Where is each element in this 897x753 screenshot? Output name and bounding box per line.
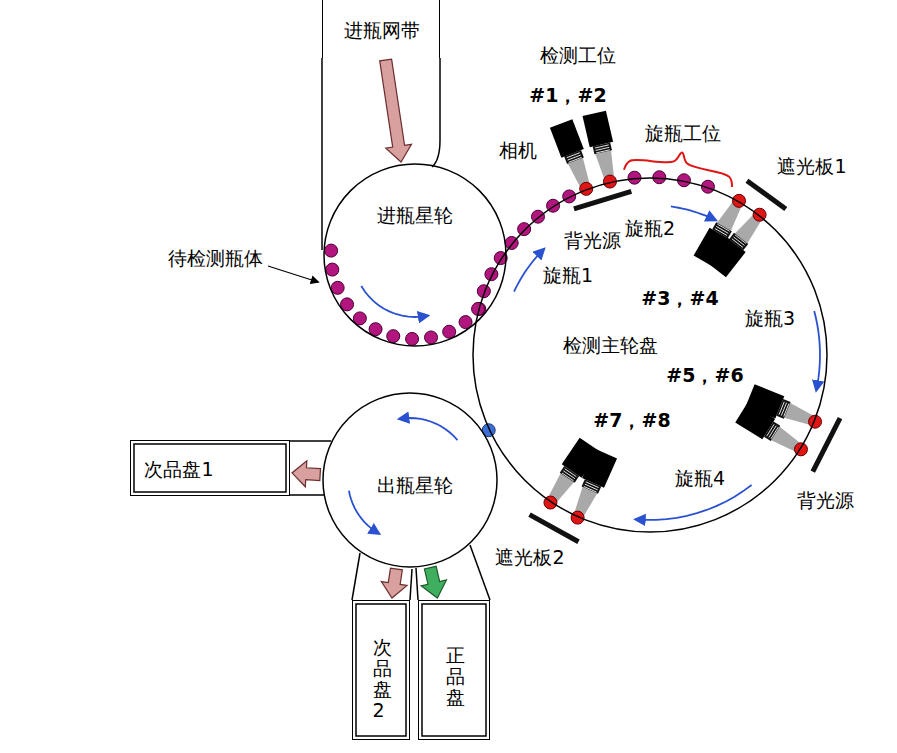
conveyor-band: 进瓶网带 <box>322 0 440 58</box>
station-brace <box>624 153 732 187</box>
camera <box>735 402 804 457</box>
node-label: 检测主轮盘 <box>563 334 658 356</box>
node-label: 正品盘 <box>446 645 465 708</box>
camera <box>583 111 621 181</box>
bottle <box>325 244 338 257</box>
rotation-arrow <box>349 491 379 534</box>
camera-number: #3，#4 <box>641 287 718 309</box>
part-label: 相机 <box>499 139 537 161</box>
node-label-wrap: 检测主轮盘 <box>563 334 658 357</box>
node-label-wrap: 进瓶网带 <box>344 19 420 42</box>
bottles <box>325 171 822 524</box>
flow-arrow <box>380 59 412 162</box>
wheel-outline <box>323 163 507 347</box>
bottle <box>485 268 498 281</box>
bottle <box>563 190 576 203</box>
light-plate <box>747 181 786 209</box>
node-label-wrap: 进瓶星轮 <box>377 204 453 227</box>
label-wrap: 遮光板2 <box>495 546 564 569</box>
camera-number: #5，#6 <box>666 364 743 386</box>
leader-line <box>268 266 318 282</box>
rotation-arrow <box>636 485 752 520</box>
rotation-arrow <box>361 286 428 317</box>
label-wrap: 背光源 <box>564 229 621 252</box>
part-label: 旋瓶4 <box>675 467 725 489</box>
bottle <box>406 332 419 345</box>
flow-arrow <box>381 568 407 598</box>
node-label-wrap: 次品盘1 <box>144 458 213 481</box>
part-label: 背光源 <box>797 489 854 511</box>
rotation-arrow <box>671 206 716 220</box>
bottle <box>443 325 456 338</box>
bottle <box>331 281 344 294</box>
label-wrap: 旋瓶工位 <box>645 122 721 145</box>
label-wrap: 背光源 <box>797 489 854 512</box>
node-label: 出瓶星轮 <box>377 474 453 496</box>
bottle <box>369 323 382 336</box>
bottle <box>518 223 531 236</box>
part-label: 遮光板1 <box>777 155 846 177</box>
wheel-circle: 进瓶星轮 <box>323 163 507 347</box>
node-label: 进瓶星轮 <box>377 204 453 226</box>
label-wrap: 遮光板1 <box>777 155 846 178</box>
rotation-arrow <box>514 249 544 292</box>
part-label: 旋瓶工位 <box>645 122 721 144</box>
label-wrap: 相机 <box>499 139 537 162</box>
part-label: 检测工位 <box>540 44 616 66</box>
rotation-arrow <box>399 418 457 440</box>
flow-arrow <box>421 566 446 598</box>
tray-box: 正品盘 <box>418 600 490 740</box>
label-wrap: #7，#8 <box>593 409 670 432</box>
part-label: 遮光板2 <box>495 546 564 568</box>
wheel-circle: 出瓶星轮 <box>322 392 498 568</box>
bottle <box>653 171 666 184</box>
part-label: 背光源 <box>564 229 621 251</box>
node-label-wrap: 出瓶星轮 <box>377 474 453 497</box>
part-label: 旋瓶2 <box>625 217 675 239</box>
rotation-arrow <box>814 311 820 390</box>
part-label: 旋瓶1 <box>543 264 593 286</box>
label-wrap: #3，#4 <box>641 287 718 310</box>
bottle <box>571 511 584 524</box>
label-wrap: 旋瓶1 <box>543 264 593 287</box>
bottle <box>326 263 339 276</box>
label-wrap: 旋瓶3 <box>745 307 795 330</box>
camera <box>568 449 617 519</box>
camera-number: #1，#2 <box>529 84 606 106</box>
label-wrap: 旋瓶4 <box>675 467 725 490</box>
node-label-wrap: 正品盘 <box>446 645 465 708</box>
label-wrap: 检测工位 <box>540 44 616 67</box>
label-wrap: #1，#2 <box>529 84 606 107</box>
label-wrap: #5，#6 <box>666 364 743 387</box>
label-wrap: 待检测瓶体 <box>168 247 263 270</box>
node-label: 进瓶网带 <box>344 19 420 41</box>
part-label: 待检测瓶体 <box>168 247 263 269</box>
label-wrap: 旋瓶2 <box>625 217 675 240</box>
node-label: 次品盘1 <box>144 458 213 480</box>
tray-box: 次品盘2 <box>352 600 410 740</box>
camera-number: #7，#8 <box>593 409 670 431</box>
node-label: 次品盘2 <box>373 637 392 721</box>
node-label-wrap: 次品盘2 <box>373 637 392 721</box>
tray-box: 次品盘1 <box>130 440 290 496</box>
bottle <box>387 330 400 343</box>
bottle <box>425 331 438 344</box>
flow-arrow <box>292 461 321 487</box>
part-label: 旋瓶3 <box>745 307 795 329</box>
